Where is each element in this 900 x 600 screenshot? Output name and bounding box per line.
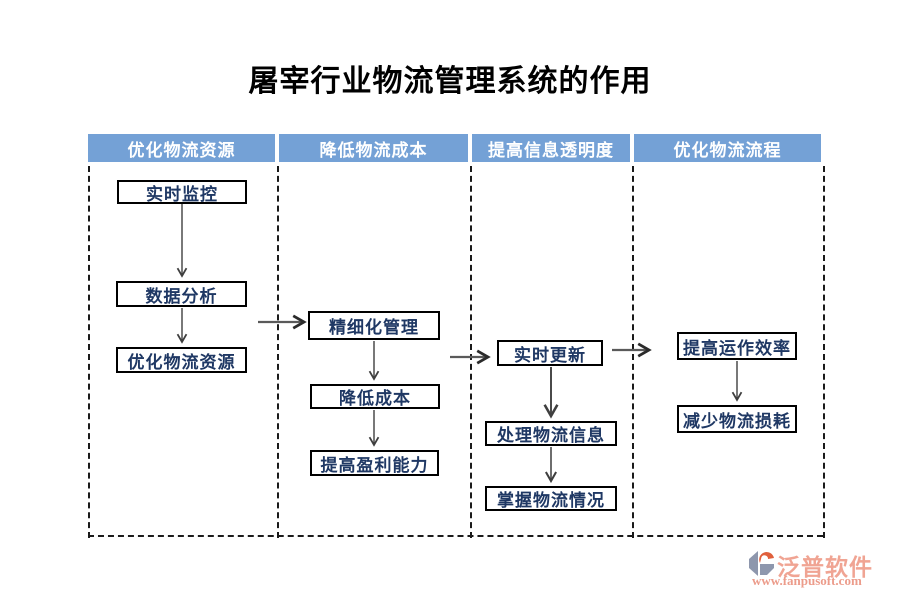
lane-header-optimize-resources: 优化物流资源 bbox=[88, 134, 275, 162]
node-reduce-logistics-loss: 减少物流损耗 bbox=[677, 405, 797, 433]
lane-header-info-transparency: 提高信息透明度 bbox=[472, 134, 630, 162]
node-data-analysis: 数据分析 bbox=[116, 281, 247, 307]
fanpu-logo-icon bbox=[749, 551, 774, 576]
lane-divider bbox=[88, 166, 90, 538]
node-realtime-monitoring: 实时监控 bbox=[117, 180, 247, 204]
lane-divider bbox=[632, 166, 634, 538]
lane-bottom-border bbox=[88, 535, 823, 537]
node-grasp-logistics-status: 掌握物流情况 bbox=[485, 486, 617, 511]
lane-divider bbox=[470, 166, 472, 538]
lane-header-optimize-process: 优化物流流程 bbox=[634, 134, 821, 162]
node-realtime-update: 实时更新 bbox=[497, 340, 603, 366]
lane-header-reduce-cost: 降低物流成本 bbox=[279, 134, 468, 162]
brand-watermark: 泛普软件 www.fanpusoft.com bbox=[746, 548, 896, 592]
node-improve-profitability: 提高盈利能力 bbox=[310, 450, 439, 476]
node-optimize-logistics-resources: 优化物流资源 bbox=[116, 347, 247, 373]
brand-url: www.fanpusoft.com bbox=[752, 573, 862, 588]
node-process-logistics-info: 处理物流信息 bbox=[485, 421, 617, 446]
lane-divider bbox=[277, 166, 279, 538]
page-title: 屠宰行业物流管理系统的作用 bbox=[248, 65, 652, 98]
node-refined-management: 精细化管理 bbox=[308, 311, 440, 340]
brand-name: 泛普软件 bbox=[777, 554, 873, 580]
node-reduce-cost: 降低成本 bbox=[310, 384, 440, 409]
lane-divider bbox=[823, 166, 825, 538]
node-improve-operation-efficiency: 提高运作效率 bbox=[677, 332, 797, 360]
